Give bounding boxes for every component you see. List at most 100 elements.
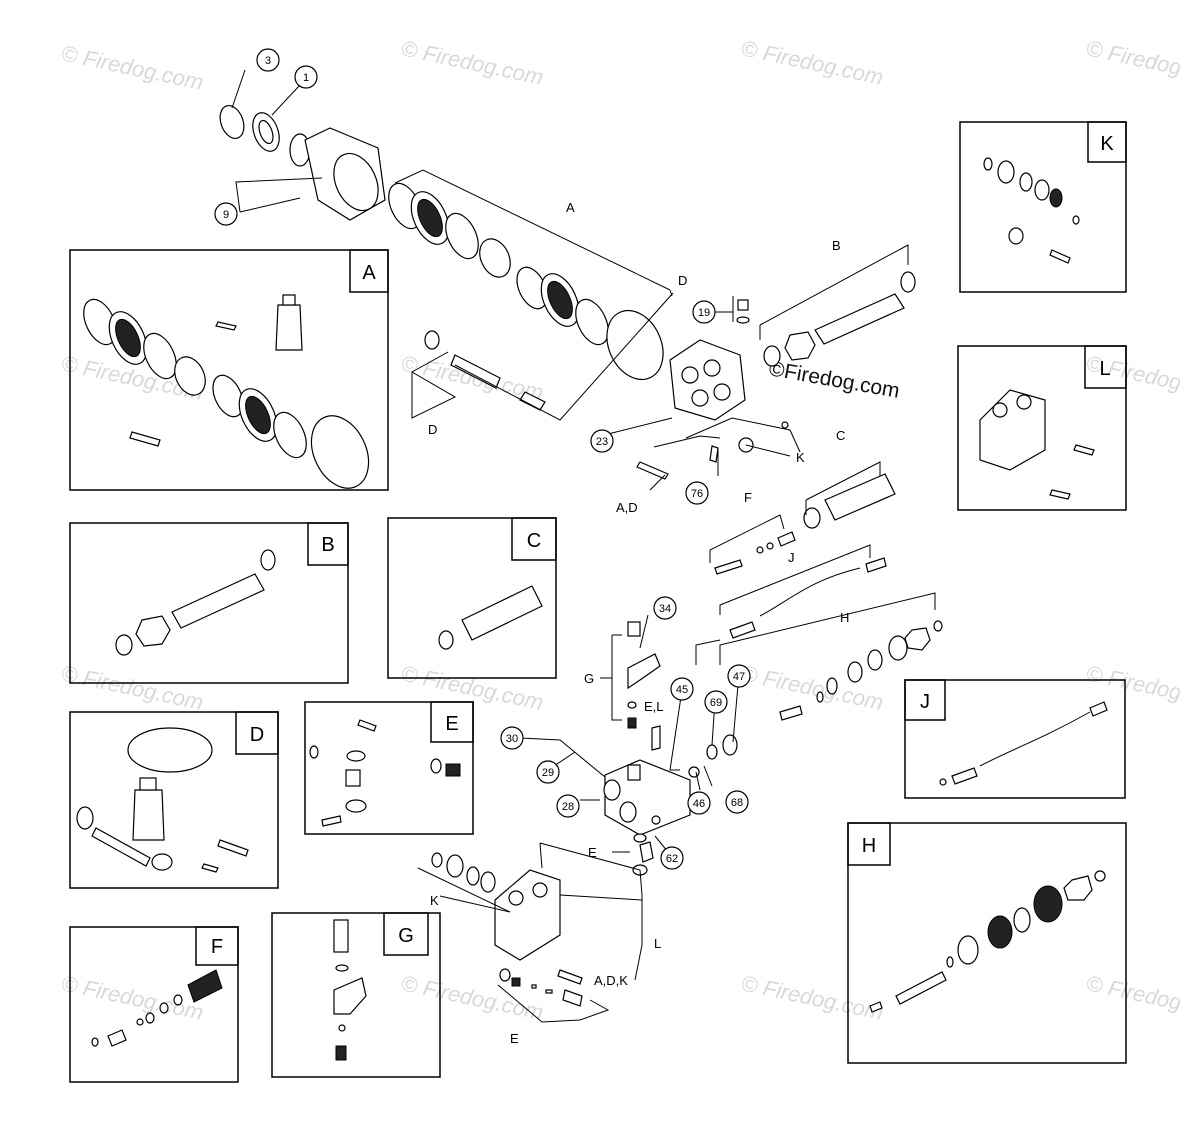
svg-text:69: 69 (710, 697, 722, 709)
label-L: L (654, 936, 661, 951)
bolt (636, 461, 669, 480)
label-B: B (832, 238, 841, 253)
washer (445, 212, 479, 260)
svg-text:76: 76 (691, 488, 703, 500)
fitting (627, 621, 641, 637)
hose-fitting (729, 621, 756, 639)
svg-text:45: 45 (676, 684, 688, 696)
watermark: © Firedog.com (739, 660, 886, 715)
cap (900, 271, 916, 293)
label-AD: A,D (616, 500, 638, 515)
port (681, 366, 699, 384)
o-ring-small (627, 701, 637, 709)
kit-box-B: B (69, 522, 349, 684)
seal-inner (258, 119, 274, 145)
washer (688, 766, 700, 778)
watermark: © Firedog.com (1084, 970, 1180, 1025)
o-ring (803, 507, 821, 529)
port (691, 389, 709, 407)
plug (651, 815, 661, 825)
label-E: E (588, 845, 597, 860)
callout-68: 68 (725, 790, 749, 814)
svg-text:46: 46 (693, 798, 705, 810)
seal (722, 734, 738, 756)
svg-text:3: 3 (265, 55, 271, 67)
svg-text:62: 62 (666, 853, 678, 865)
kit-label: C (527, 530, 541, 552)
hose-fitting (865, 557, 887, 573)
o-ring-small (781, 421, 789, 429)
watermarks: © Firedog.com © Firedog.com © Firedog.co… (59, 35, 1180, 1025)
watermark: © Firedog.com (399, 35, 546, 90)
svg-text:30: 30 (506, 733, 518, 745)
o-ring (706, 744, 718, 760)
svg-text:47: 47 (733, 671, 745, 683)
svg-text:1: 1 (303, 72, 309, 84)
seal (424, 330, 440, 350)
o-ring (633, 833, 647, 843)
crankcase-bore (333, 152, 379, 212)
spring (847, 661, 863, 683)
watermark: © Firedog.com (739, 35, 886, 90)
port (603, 779, 621, 801)
o-ring-small (816, 691, 824, 703)
kit-label: L (1099, 358, 1110, 380)
adjuster-nut (904, 627, 931, 651)
label-G: G (584, 671, 594, 686)
kit-label: D (250, 724, 264, 746)
screw (709, 445, 719, 463)
kit-box-H: H (847, 822, 1127, 1064)
label-A: A (566, 200, 575, 215)
callout-69: 69 (704, 690, 728, 714)
valve (639, 841, 654, 863)
kit-label: H (862, 835, 876, 857)
washer (867, 649, 883, 671)
port (619, 801, 637, 823)
ball (756, 546, 764, 554)
label-D: D (428, 422, 437, 437)
bearing-ring-inner (417, 198, 443, 238)
washer (466, 866, 480, 886)
kit-box-D: D (69, 711, 279, 889)
kit-label: B (321, 534, 334, 556)
svg-text:19: 19 (698, 307, 710, 319)
watermark: © Firedog.com (59, 40, 206, 95)
svg-text:34: 34 (659, 603, 671, 615)
callout-19: 19 (692, 300, 716, 324)
kit-box-L: L (957, 345, 1127, 511)
cap (933, 620, 943, 632)
washer (763, 345, 781, 367)
kit-box-C: C (387, 517, 557, 679)
svg-text:28: 28 (562, 801, 574, 813)
piston (450, 354, 501, 389)
o-ring (826, 677, 838, 695)
kit-label: A (362, 262, 376, 284)
valve-stem (714, 559, 743, 575)
kit-box-F: F (69, 926, 239, 1083)
spring (888, 635, 908, 661)
spring (777, 531, 796, 547)
label-C: C (836, 428, 845, 443)
kit-box-G: G (271, 912, 441, 1078)
callout-30: 30 (500, 726, 524, 750)
watermark: © Firedog.com (739, 970, 886, 1025)
kit-box-A: A (69, 249, 389, 491)
seal (446, 854, 464, 878)
elbow (627, 653, 661, 690)
label-E: E (510, 1031, 519, 1046)
kit-label: J (920, 691, 930, 713)
group-labels: A B C D D K A,D F J H G E,L E K L A,D,K … (428, 200, 849, 1046)
screw (651, 725, 661, 751)
manifold (494, 869, 561, 961)
watermark-center: ©Firedog.com (767, 357, 901, 403)
callout-34: 34 (653, 596, 677, 620)
label-J: J (788, 550, 795, 565)
callout-47: 47 (727, 664, 751, 688)
oil-plug (737, 299, 749, 311)
watermark: © Firedog.com (59, 970, 206, 1025)
callout-29: 29 (536, 760, 560, 784)
watermark: © Firedog.com (1084, 35, 1180, 90)
seal (480, 871, 496, 893)
svg-text:23: 23 (596, 436, 608, 448)
port (703, 359, 721, 377)
